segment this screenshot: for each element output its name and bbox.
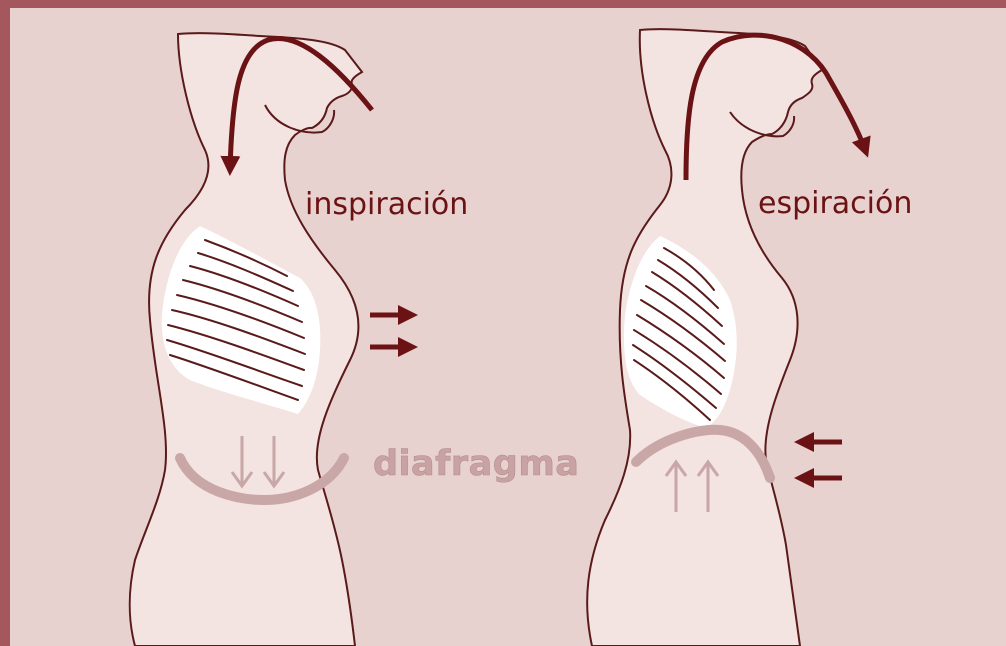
expiration-label: espiración — [758, 186, 912, 221]
diaphragm-label: diafragma — [373, 444, 579, 484]
inspiration-label: inspiración — [305, 187, 468, 222]
